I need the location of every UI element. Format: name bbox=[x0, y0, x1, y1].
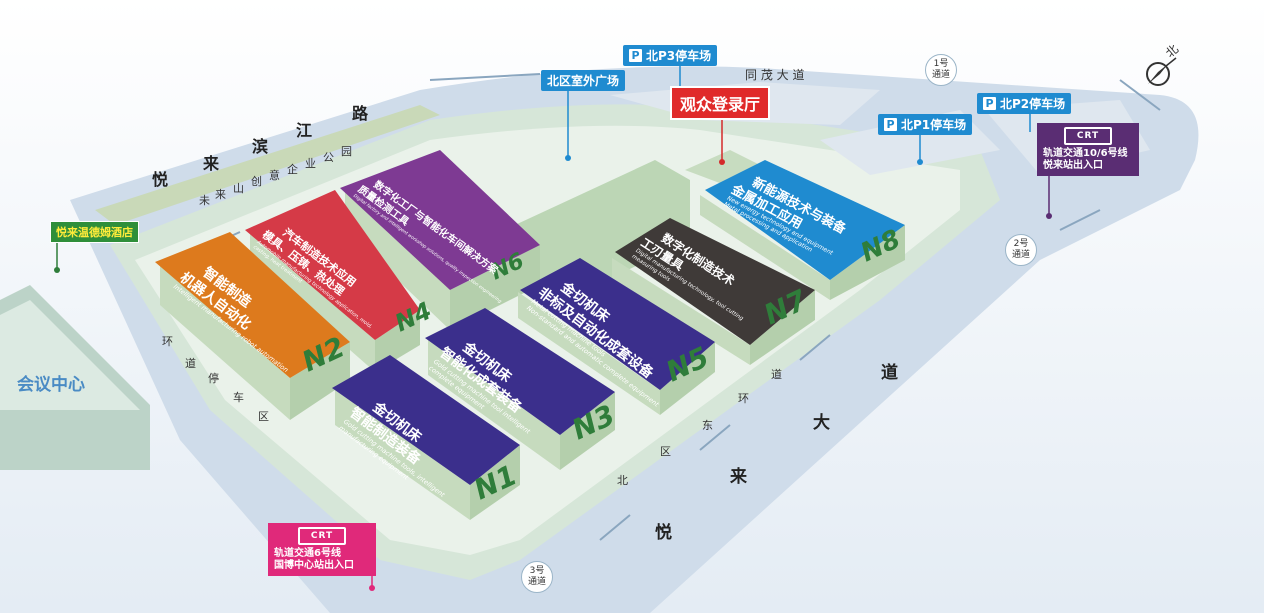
road-char: 公 bbox=[323, 151, 334, 164]
road-char: 道 bbox=[771, 368, 782, 381]
hall-n1[interactable] bbox=[332, 355, 520, 520]
road-char: 道 bbox=[185, 357, 196, 370]
gate-1-word: 通道 bbox=[931, 70, 950, 80]
road-char: 滨 bbox=[252, 137, 269, 156]
visitor-hall-label: 观众登录厅 bbox=[680, 95, 761, 114]
pin-dot-metro-s bbox=[369, 585, 375, 591]
road-char: 东 bbox=[702, 419, 713, 432]
p1-parking-tag[interactable]: P 北P1停车场 bbox=[878, 114, 973, 135]
tongmao-avenue: 同 茂 大 道 bbox=[745, 68, 805, 82]
road-char: 大 bbox=[813, 413, 830, 433]
hall-n8-roof bbox=[705, 160, 905, 280]
hall-n3-roof bbox=[425, 308, 615, 435]
metro-north-line2: 悦来站出入口 bbox=[1043, 160, 1103, 171]
road-char: 业 bbox=[305, 157, 316, 170]
road-char: 区 bbox=[258, 410, 269, 423]
road-char: 来 bbox=[203, 154, 220, 173]
road-char: 停 bbox=[208, 372, 219, 385]
road-char: 来 bbox=[215, 188, 226, 201]
road-char: 园 bbox=[341, 145, 352, 158]
metro-south-tag[interactable]: CRT 轨道交通6号线 国博中心站出入口 bbox=[268, 523, 376, 576]
hall-n5[interactable] bbox=[518, 258, 715, 415]
compass-icon bbox=[1146, 57, 1177, 86]
visitor-hall-tag[interactable]: 观众登录厅 bbox=[670, 86, 771, 120]
north-plaza-label: 北区室外广场 bbox=[547, 74, 620, 88]
hall-n4-roof bbox=[245, 190, 420, 340]
hall-n1-roof bbox=[332, 355, 520, 485]
road-char: 环 bbox=[162, 335, 173, 348]
parking-icon: P bbox=[983, 97, 996, 110]
pin-dot-plaza bbox=[565, 155, 571, 161]
metro-north-line1: 轨道交通10/6号线 bbox=[1043, 148, 1128, 159]
pin-dot-metro-n bbox=[1046, 213, 1052, 219]
gate-2-word: 通道 bbox=[1011, 250, 1030, 260]
metro-south-line1: 轨道交通6号线 bbox=[274, 548, 341, 559]
road-char: 环 bbox=[738, 392, 749, 405]
road-char: 江 bbox=[296, 121, 313, 140]
hall-n6[interactable] bbox=[340, 150, 540, 330]
road-char: 未 bbox=[199, 194, 210, 207]
hotel-label: 悦来温德姆酒店 bbox=[56, 226, 133, 239]
metro-logo-icon: CRT bbox=[298, 527, 346, 545]
road-line bbox=[429, 73, 541, 81]
road-char: 山 bbox=[233, 182, 244, 195]
gate-1[interactable]: 1号 通道 bbox=[925, 54, 957, 86]
conference-top bbox=[0, 300, 140, 410]
road-char: 意 bbox=[269, 169, 280, 182]
road-line bbox=[1119, 79, 1161, 111]
road-char: 区 bbox=[660, 445, 671, 458]
visitor-hall-annex bbox=[515, 160, 690, 305]
gate-3[interactable]: 3号 通道 bbox=[521, 561, 553, 593]
pin-dot-p1 bbox=[917, 159, 923, 165]
road-char: 悦 bbox=[655, 523, 672, 543]
gate-3-word: 通道 bbox=[527, 577, 546, 587]
north-plaza-tag[interactable]: 北区室外广场 bbox=[541, 70, 626, 91]
gate-2-num: 2号 bbox=[1013, 239, 1029, 249]
metro-south-line2: 国博中心站出入口 bbox=[274, 560, 354, 571]
hall-n3[interactable] bbox=[425, 308, 615, 470]
gate-1-num: 1号 bbox=[933, 59, 949, 69]
p2-label: 北P2停车场 bbox=[1000, 97, 1066, 111]
pin-dot-hotel bbox=[54, 267, 60, 273]
parking-icon: P bbox=[884, 118, 897, 131]
road-char: 创 bbox=[251, 175, 262, 188]
pin-dot-visitor bbox=[719, 159, 725, 165]
metro-logo-icon: CRT bbox=[1064, 127, 1112, 145]
p1-label: 北P1停车场 bbox=[901, 118, 967, 132]
p2-parking-tag[interactable]: P 北P2停车场 bbox=[977, 93, 1072, 114]
gate-2[interactable]: 2号 通道 bbox=[1005, 234, 1037, 266]
road-char: 车 bbox=[233, 391, 244, 404]
visitor-hall-roof bbox=[685, 150, 760, 185]
road-char: 北 bbox=[617, 474, 628, 487]
hall-n2[interactable] bbox=[155, 232, 350, 420]
hall-n2-roof bbox=[155, 232, 350, 378]
parking-icon: P bbox=[629, 49, 642, 62]
hall-n7-roof bbox=[615, 218, 815, 345]
road-char: 企 bbox=[287, 163, 298, 176]
road-line bbox=[699, 424, 731, 451]
road-line bbox=[799, 334, 831, 361]
road-char: 道 bbox=[881, 363, 898, 383]
hotel-tag[interactable]: 悦来温德姆酒店 bbox=[50, 221, 139, 243]
road-char: 来 bbox=[730, 467, 747, 487]
gate-3-num: 3号 bbox=[529, 566, 545, 576]
road-line bbox=[599, 514, 631, 541]
p3-parking-tag[interactable]: P 北P3停车场 bbox=[623, 45, 718, 66]
p3-label: 北P3停车场 bbox=[646, 49, 712, 63]
road-char: 悦 bbox=[152, 170, 169, 189]
hall-n7[interactable] bbox=[612, 218, 815, 365]
north-greenbelt bbox=[95, 105, 440, 225]
road-line bbox=[1059, 209, 1101, 231]
hall-n6-roof bbox=[340, 150, 540, 290]
hall-n8[interactable] bbox=[700, 160, 905, 300]
conference-center-label: 会议中心 bbox=[17, 375, 85, 395]
road-char: 路 bbox=[352, 104, 369, 123]
metro-north-tag[interactable]: CRT 轨道交通10/6号线 悦来站出入口 bbox=[1037, 123, 1139, 176]
hall-n5-roof bbox=[520, 258, 715, 390]
